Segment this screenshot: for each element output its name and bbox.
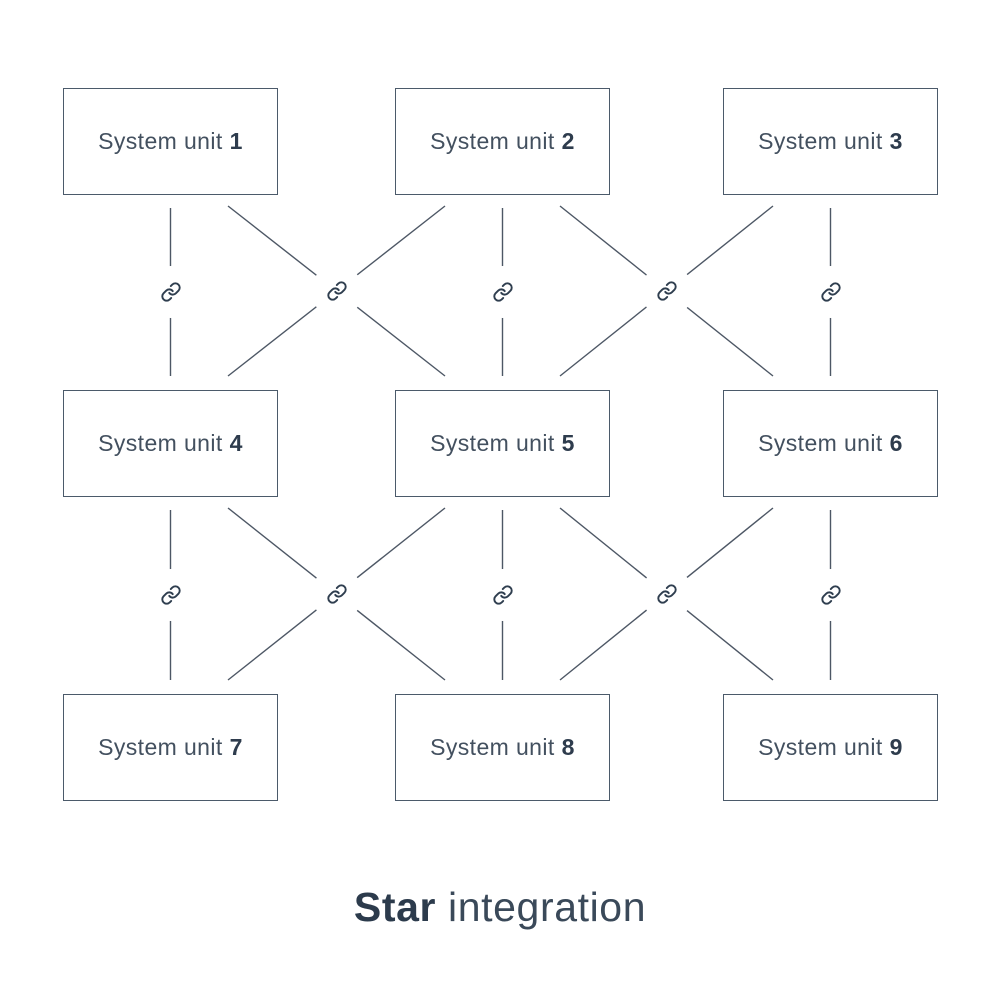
chain-link-icon-path: [828, 282, 841, 296]
chain-link-icon-path: [334, 584, 347, 598]
unit-label: System unit: [98, 430, 223, 456]
chain-link-icon-path: [168, 585, 181, 599]
icon-background-mask: [145, 569, 197, 621]
chain-link-icon-path: [657, 590, 670, 604]
chain-link-icon-path: [168, 282, 181, 296]
icon-background-mask: [477, 569, 529, 621]
unit-number: 7: [229, 734, 243, 760]
chain-link-icon-path: [500, 585, 513, 599]
unit-number: 3: [889, 128, 903, 154]
icon-background-mask: [145, 266, 197, 318]
chain-link-icon-path: [327, 590, 340, 604]
chain-link-icon: [493, 585, 513, 605]
chain-link-icon-path: [493, 591, 506, 605]
chain-link-icon-path: [161, 288, 174, 302]
icon-background-mask: [477, 266, 529, 318]
chain-link-icon-path: [821, 288, 834, 302]
unit-label: System unit: [758, 430, 883, 456]
chain-link-icon-path: [493, 288, 506, 302]
unit-number: 5: [561, 430, 575, 456]
chain-link-icon-path: [664, 281, 677, 295]
icon-background-mask: [311, 265, 363, 317]
unit-label: System unit: [758, 128, 883, 154]
chain-link-icon: [327, 281, 347, 301]
unit-number: 1: [229, 128, 243, 154]
chain-link-icon: [657, 281, 677, 301]
chain-link-icon: [821, 282, 841, 302]
chain-link-icon-path: [657, 287, 670, 301]
unit-label: System unit: [98, 734, 223, 760]
icon-background-mask: [805, 569, 857, 621]
icon-background-mask: [641, 265, 693, 317]
diagram-title: Star integration: [0, 884, 1000, 931]
chain-link-icon-path: [334, 281, 347, 295]
unit-label: System unit: [98, 128, 223, 154]
chain-link-icon-path: [828, 585, 841, 599]
unit-label: System unit: [430, 128, 555, 154]
unit-label: System unit: [758, 734, 883, 760]
unit-number: 9: [889, 734, 903, 760]
chain-link-icon-path: [821, 591, 834, 605]
chain-link-icon: [821, 585, 841, 605]
chain-link-icon-path: [664, 584, 677, 598]
unit-number: 6: [889, 430, 903, 456]
chain-link-icon: [327, 584, 347, 604]
icon-background-mask: [641, 568, 693, 620]
chain-link-icon: [657, 584, 677, 604]
unit-number: 8: [561, 734, 575, 760]
unit-label: System unit: [430, 430, 555, 456]
title-bold-text: Star: [353, 884, 437, 930]
icon-background-mask: [311, 568, 363, 620]
unit-number: 4: [229, 430, 243, 456]
chain-link-icon: [161, 282, 181, 302]
icon-background-mask: [805, 266, 857, 318]
chain-link-icon: [493, 282, 513, 302]
unit-label: System unit: [430, 734, 555, 760]
chain-link-icon-path: [161, 591, 174, 605]
title-regular-text: integration: [436, 884, 647, 930]
chain-link-icon-path: [327, 287, 340, 301]
unit-number: 2: [561, 128, 575, 154]
chain-link-icon-path: [500, 282, 513, 296]
chain-link-icon: [161, 585, 181, 605]
